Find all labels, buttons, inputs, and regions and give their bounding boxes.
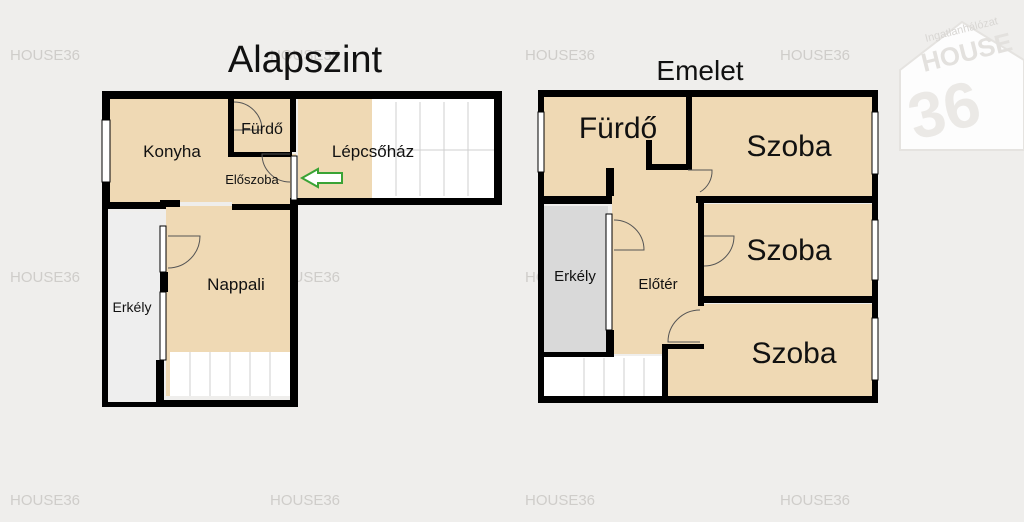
watermark-text: HOUSE36: [270, 492, 340, 509]
room-erkely-upper: [544, 206, 608, 352]
house36-logo: Ingatlanhálózat HOUSE 36: [899, 15, 1024, 154]
stair-lines-upper: [372, 102, 494, 196]
label-lepcsohaz: Lépcsőház: [332, 142, 414, 161]
watermark-text: HOUSE36: [10, 269, 80, 286]
ground-door-swings: [167, 101, 291, 269]
logo-number: 36: [901, 67, 987, 154]
label-konyha: Konyha: [143, 142, 201, 161]
room-szoba-1: [692, 96, 872, 196]
upper-floor-title: Emelet: [656, 55, 743, 86]
entrance-arrow-icon: [299, 167, 343, 189]
stair-lines-upper-floor: [583, 358, 645, 396]
label-furdo-upper: Fürdő: [579, 112, 657, 145]
upper-door-swings: [613, 169, 735, 343]
watermark-text: HOUSE36: [525, 47, 595, 64]
ground-floor-plan: Konyha Fürdő Előszoba Lépcsőház Nappali …: [101, 91, 502, 407]
watermark-text: HOUSE36: [780, 47, 850, 64]
label-eloszoba: Előszoba: [225, 172, 279, 187]
room-eloter: [612, 168, 700, 354]
watermark-text: HOUSE36: [10, 47, 80, 64]
upper-floor-plan: Fürdő Szoba Szoba Szoba Erkély Előtér: [537, 90, 879, 403]
room-szoba-3: [668, 304, 872, 396]
label-erkely-upper: Erkély: [554, 268, 596, 285]
label-szoba-1: Szoba: [746, 130, 831, 163]
stair-lines-nappali: [189, 352, 271, 396]
label-szoba-3: Szoba: [751, 337, 836, 370]
watermark-text: HOUSE36: [780, 492, 850, 509]
room-szoba-2: [704, 204, 872, 296]
stairs-lepcsohaz: [372, 98, 494, 198]
ground-floor-title: Alapszint: [228, 39, 383, 81]
watermark-text: HOUSE36: [525, 492, 595, 509]
label-nappali: Nappali: [207, 275, 265, 294]
room-eloszoba: [232, 154, 296, 206]
upper-windows: [537, 111, 879, 381]
label-erkely-ground: Erkély: [113, 299, 152, 315]
room-erkely-ground: [108, 212, 160, 400]
watermark-text: HOUSE36: [270, 47, 340, 64]
label-eloter: Előtér: [638, 276, 677, 293]
label-szoba-2: Szoba: [746, 234, 831, 267]
label-furdo-ground: Fürdő: [241, 121, 283, 138]
watermark-text: HOUSE36: [10, 492, 80, 509]
room-konyha: [108, 98, 232, 202]
ground-windows: [101, 119, 298, 361]
